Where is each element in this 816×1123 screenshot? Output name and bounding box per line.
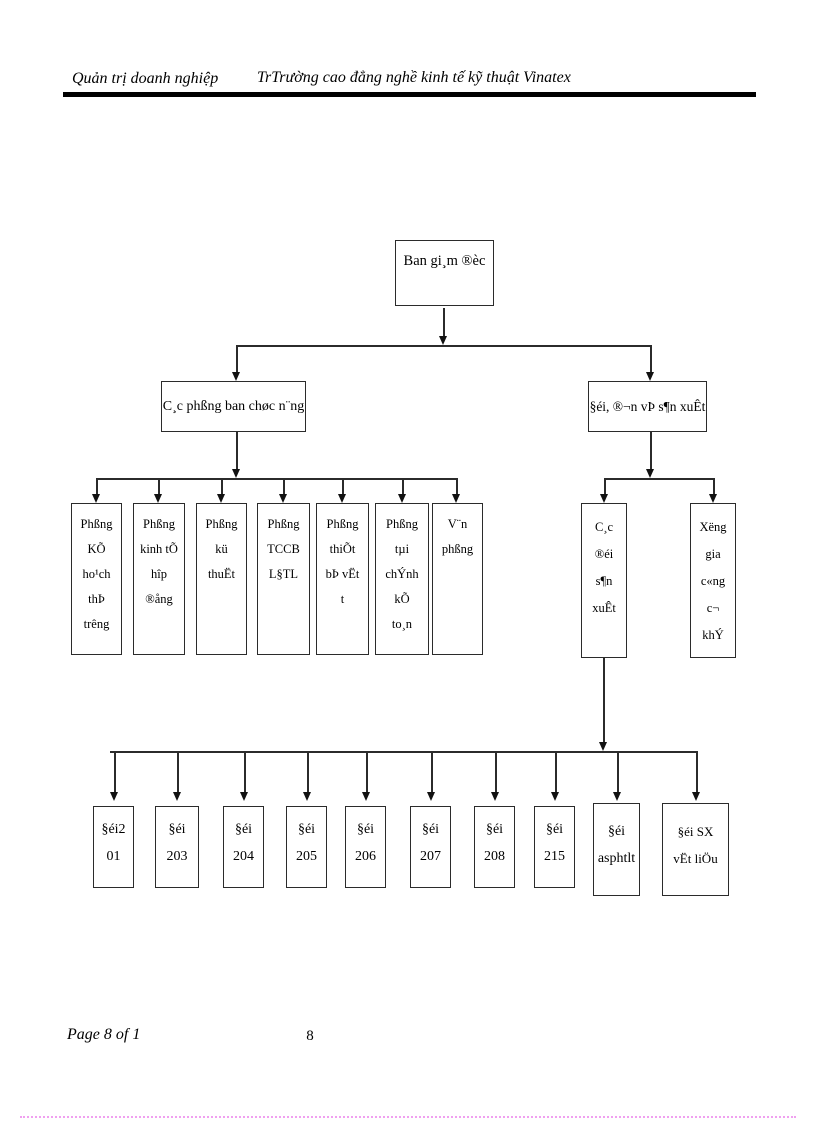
org-box-phong-tai-chinh-ke-toan: Phßng tµi chÝnh kÕ to¸n <box>375 503 429 655</box>
org-box-doi-204: §éi 204 <box>223 806 264 888</box>
connector-vline <box>244 751 246 792</box>
arrow-down-icon <box>452 494 460 503</box>
org-box-xuong-gia-cong-co-khi: Xëng gia c«ng c¬ khÝ <box>690 503 736 658</box>
connector-vline <box>696 751 698 792</box>
connector-hline <box>110 751 697 753</box>
org-box-phong-kinh-te-hop-dong: Phßng kinh tÕ hîp ®ång <box>133 503 185 655</box>
header-course-title: Quản trị doanh nghiệp <box>72 70 219 87</box>
org-box-cac-doi-san-xuat: C¸c ®éi s¶n xuÊt <box>581 503 627 658</box>
arrow-down-icon <box>599 742 607 751</box>
arrow-down-icon <box>398 494 406 503</box>
arrow-down-icon <box>173 792 181 801</box>
org-box-doi-sx-vat-lieu: §éi SX vËt liÖu <box>662 803 729 896</box>
connector-vline <box>366 751 368 792</box>
org-box-doi-205: §éi 205 <box>286 806 327 888</box>
connector-hline <box>236 345 651 347</box>
arrow-down-icon <box>303 792 311 801</box>
connector-vline <box>650 432 652 469</box>
org-box-ban-giam-doc: Ban gi¸m ®èc <box>395 240 494 306</box>
org-box-functional-departments: C¸c phßng ban chøc n¨ng <box>161 381 306 432</box>
arrow-down-icon <box>232 469 240 478</box>
arrow-down-icon <box>551 792 559 801</box>
footer-page-label: Page 8 of 1 <box>67 1026 141 1043</box>
arrow-down-icon <box>232 372 240 381</box>
arrow-down-icon <box>646 372 654 381</box>
connector-vline <box>283 478 285 494</box>
connector-vline <box>617 751 619 792</box>
connector-hline <box>604 478 714 480</box>
connector-hline <box>96 478 457 480</box>
connector-vline <box>456 478 458 494</box>
arrow-down-icon <box>240 792 248 801</box>
arrow-down-icon <box>362 792 370 801</box>
arrow-down-icon <box>613 792 621 801</box>
org-box-doi-215: §éi 215 <box>534 806 575 888</box>
connector-vline <box>236 345 238 373</box>
connector-vline <box>495 751 497 792</box>
arrow-down-icon <box>692 792 700 801</box>
org-box-doi-206: §éi 206 <box>345 806 386 888</box>
connector-vline <box>443 308 445 337</box>
connector-vline <box>603 658 605 742</box>
connector-vline <box>307 751 309 792</box>
connector-vline <box>96 478 98 494</box>
connector-vline <box>604 478 606 494</box>
connector-vline <box>114 751 116 792</box>
org-box-doi-asphalt: §éi asphtlt <box>593 803 640 896</box>
connector-vline <box>158 478 160 494</box>
arrow-down-icon <box>600 494 608 503</box>
header-rule <box>63 92 756 95</box>
arrow-down-icon <box>427 792 435 801</box>
arrow-down-icon <box>491 792 499 801</box>
connector-vline <box>221 478 223 494</box>
connector-vline <box>650 345 652 373</box>
bottom-dotted-rule <box>20 1116 796 1118</box>
connector-vline <box>555 751 557 792</box>
arrow-down-icon <box>92 494 100 503</box>
arrow-down-icon <box>338 494 346 503</box>
arrow-down-icon <box>279 494 287 503</box>
arrow-down-icon <box>439 336 447 345</box>
header-school-title: TrTrường cao đẳng nghề kinh tế kỹ thuật … <box>257 69 571 86</box>
connector-vline <box>713 478 715 494</box>
org-box-phong-ky-thuat: Phßng kü thuËt <box>196 503 247 655</box>
connector-vline <box>177 751 179 792</box>
org-box-doi-201: §éi2 01 <box>93 806 134 888</box>
arrow-down-icon <box>646 469 654 478</box>
org-box-phong-ke-hoach-thi-truong: Phßng KÕ ho¹ch thÞ trêng <box>71 503 122 655</box>
arrow-down-icon <box>217 494 225 503</box>
arrow-down-icon <box>110 792 118 801</box>
org-box-van-phong: V¨n phßng <box>432 503 483 655</box>
org-box-doi-207: §éi 207 <box>410 806 451 888</box>
org-box-production-units: §éi, ®¬n vÞ s¶n xuÊt <box>588 381 707 432</box>
connector-vline <box>431 751 433 792</box>
footer-page-number: 8 <box>306 1028 314 1044</box>
connector-vline <box>236 432 238 469</box>
org-box-phong-thiet-bi-vat-tu: Phßng thiÕt bÞ vËt t <box>316 503 369 655</box>
arrow-down-icon <box>154 494 162 503</box>
connector-vline <box>402 478 404 494</box>
connector-vline <box>342 478 344 494</box>
org-box-doi-208: §éi 208 <box>474 806 515 888</box>
org-box-doi-203: §éi 203 <box>155 806 199 888</box>
arrow-down-icon <box>709 494 717 503</box>
org-box-phong-tccb-ldtl: Phßng TCCB L§TL <box>257 503 310 655</box>
